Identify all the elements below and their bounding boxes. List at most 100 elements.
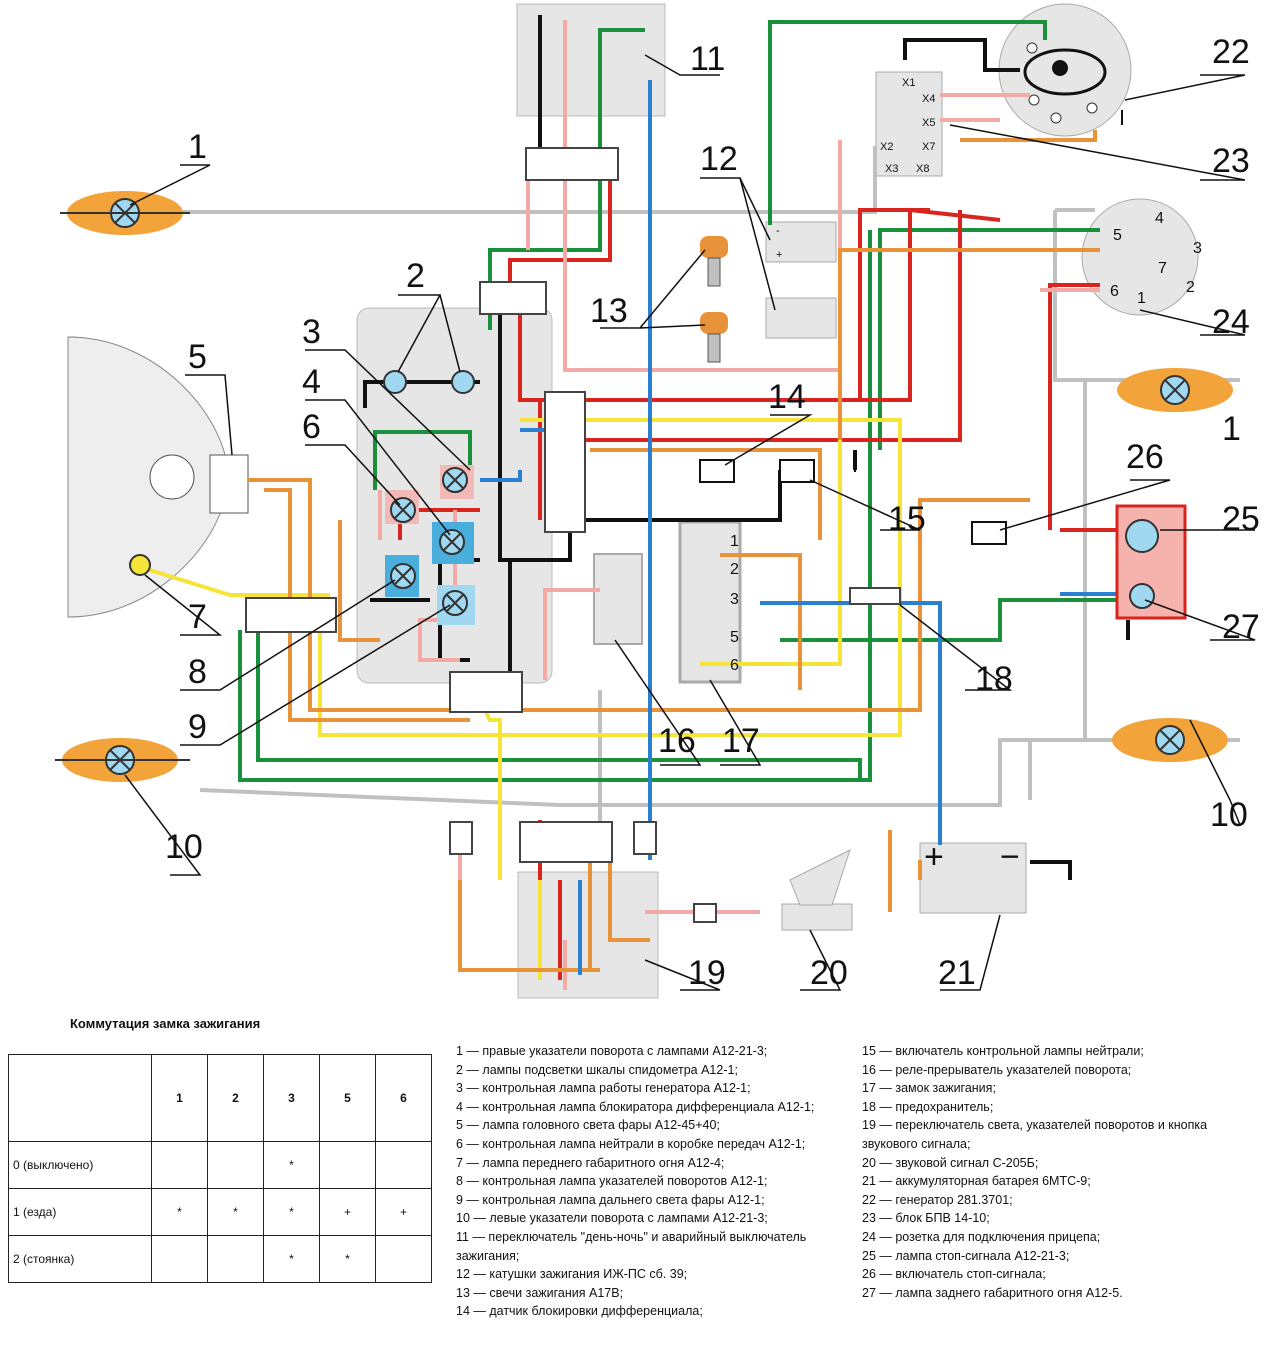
table-col-3: 3 <box>263 1054 320 1142</box>
coil-plus-sign: + <box>776 249 782 261</box>
socket-pin-7: 7 <box>1158 260 1167 277</box>
callout-3: 3 <box>302 313 321 351</box>
callout-10-front: 10 <box>165 828 203 866</box>
callout-leaders <box>124 54 1256 991</box>
relay-16-box <box>593 553 643 645</box>
callout-2: 2 <box>406 257 425 295</box>
bpv-pin-x5: X5 <box>922 117 935 129</box>
legend-item: 13 — свечи зажигания А17В; <box>456 1285 624 1300</box>
switches <box>699 110 1123 545</box>
legend-right: 15 — включатель контрольной лампы нейтра… <box>862 1042 1260 1302</box>
callout-18: 18 <box>975 660 1013 698</box>
socket-pin-2: 2 <box>1186 279 1195 296</box>
battery-plus: + <box>924 838 944 876</box>
callout-10-rear: 10 <box>1210 796 1248 834</box>
legend-item: 8 — контрольная лампа указателей поворот… <box>456 1174 768 1189</box>
row-label: 0 (выключено) <box>8 1141 152 1189</box>
legend-item: 14 — датчик блокировки дифференциала; <box>456 1304 703 1319</box>
callout-19: 19 <box>688 954 726 992</box>
callout-17: 17 <box>722 722 760 760</box>
table-col-5: 5 <box>319 1054 376 1142</box>
callout-23: 23 <box>1212 142 1250 180</box>
callout-5: 5 <box>188 338 207 376</box>
callout-1-rear: 1 <box>1222 410 1241 448</box>
table-row: 1 (езда) * * * + + <box>8 1188 432 1236</box>
bpv-pin-x1: X1 <box>902 77 915 89</box>
legend-item: 21 — аккумуляторная батарея 6МТС-9; <box>862 1174 1091 1189</box>
component-pin-labels: 1 2 3 5 6 X1 X2 X3 X4 X5 X7 X8 + − + - <box>730 77 1020 876</box>
battery-21-box <box>919 842 1027 914</box>
spark-plugs-13 <box>700 236 728 363</box>
callout-7: 7 <box>188 598 207 636</box>
table-row: 0 (выключено) * <box>8 1141 432 1189</box>
callout-24: 24 <box>1212 303 1250 341</box>
ignition-pin-5: 5 <box>730 629 739 646</box>
legend-item: 2 — лампы подсветки шкалы спидометра А12… <box>456 1062 738 1077</box>
table-col-6: 6 <box>375 1054 432 1142</box>
table-cell <box>151 1235 208 1283</box>
horn-20-body <box>781 903 853 931</box>
legend-item: 11 — переключатель "день-ночь" и аварийн… <box>456 1229 807 1263</box>
legend-item: 18 — предохранитель; <box>862 1099 994 1114</box>
table-cell: * <box>207 1188 264 1236</box>
connector-blocks <box>245 147 901 923</box>
legend-item: 20 — звуковой сигнал С-205Б; <box>862 1155 1039 1170</box>
table-cell: * <box>263 1235 320 1283</box>
legend-item: 6 — контрольная лампа нейтрали в коробке… <box>456 1136 806 1151</box>
socket-pin-5: 5 <box>1113 227 1122 244</box>
callout-9: 9 <box>188 708 207 746</box>
bpv-23-box <box>875 71 943 177</box>
table-header-row: 1 2 3 5 6 <box>8 1054 432 1142</box>
callout-13: 13 <box>590 292 628 330</box>
callout-14: 14 <box>768 378 806 416</box>
table-cell <box>375 1141 432 1189</box>
table-cell: * <box>263 1188 320 1236</box>
table-cell <box>319 1141 376 1189</box>
legend-item: 25 — лампа стоп-сигнала А12-21-3; <box>862 1248 1070 1263</box>
legend-item: 5 — лампа головного света фары А12-45+40… <box>456 1118 720 1133</box>
table-cell: + <box>319 1188 376 1236</box>
headlight-5 <box>67 336 249 618</box>
row-label: 2 (стоянка) <box>8 1235 152 1283</box>
callout-25: 25 <box>1222 500 1260 538</box>
callout-21: 21 <box>938 954 976 992</box>
socket-pin-1: 1 <box>1137 290 1146 307</box>
legend-item: 17 — замок зажигания; <box>862 1081 996 1096</box>
legend-left: 1 — правые указатели поворота с лампами … <box>456 1042 851 1321</box>
legend-item: 16 — реле-прерыватель указателей поворот… <box>862 1062 1132 1077</box>
wires <box>139 15 1240 990</box>
row-label: 1 (езда) <box>8 1188 152 1236</box>
callout-15: 15 <box>888 500 926 538</box>
legend-item: 12 — катушки зажигания ИЖ-ПС сб. 39; <box>456 1267 688 1282</box>
table-corner <box>8 1054 152 1142</box>
wiring-diagram: 4 5 3 7 6 2 1 <box>55 3 1260 999</box>
legend-item: 10 — левые указатели поворота с лампами … <box>456 1211 768 1226</box>
legend-item: 19 — переключатель света, указателей пов… <box>862 1118 1208 1151</box>
callout-4: 4 <box>302 363 321 401</box>
turn-signal-front-right-1 <box>60 191 190 235</box>
coil-upper <box>765 221 837 263</box>
legend-item: 15 — включатель контрольной лампы нейтра… <box>862 1044 1144 1058</box>
coil-minus-sign: - <box>776 225 780 237</box>
table-cell <box>375 1235 432 1283</box>
legend-item: 4 — контрольная лампа блокиратора диффер… <box>456 1099 815 1114</box>
legend-item: 1 — правые указатели поворота с лампами … <box>456 1044 768 1058</box>
table-cell <box>207 1235 264 1283</box>
bpv-pin-x7: X7 <box>922 141 935 153</box>
callout-11: 11 <box>690 40 725 78</box>
table-cell <box>151 1141 208 1189</box>
table-cell: + <box>375 1188 432 1236</box>
bpv-pin-x8: X8 <box>916 163 929 175</box>
coil-lower <box>765 297 837 339</box>
table-cell <box>207 1141 264 1189</box>
battery-minus: − <box>1000 838 1020 876</box>
turn-signal-front-left-10 <box>55 738 190 782</box>
bpv-pin-x2: X2 <box>880 141 893 153</box>
table-cell: * <box>151 1188 208 1236</box>
ignition-pin-3: 3 <box>730 591 739 608</box>
horn-20-bell <box>789 849 851 906</box>
table-cell: * <box>263 1141 320 1189</box>
ignition-switching-table: 1 2 3 5 6 0 (выключено) * 1 (езда) * * *… <box>8 1054 432 1283</box>
socket-pin-3: 3 <box>1193 240 1202 257</box>
legend-item: 23 — блок БПВ 14-10; <box>862 1211 990 1226</box>
